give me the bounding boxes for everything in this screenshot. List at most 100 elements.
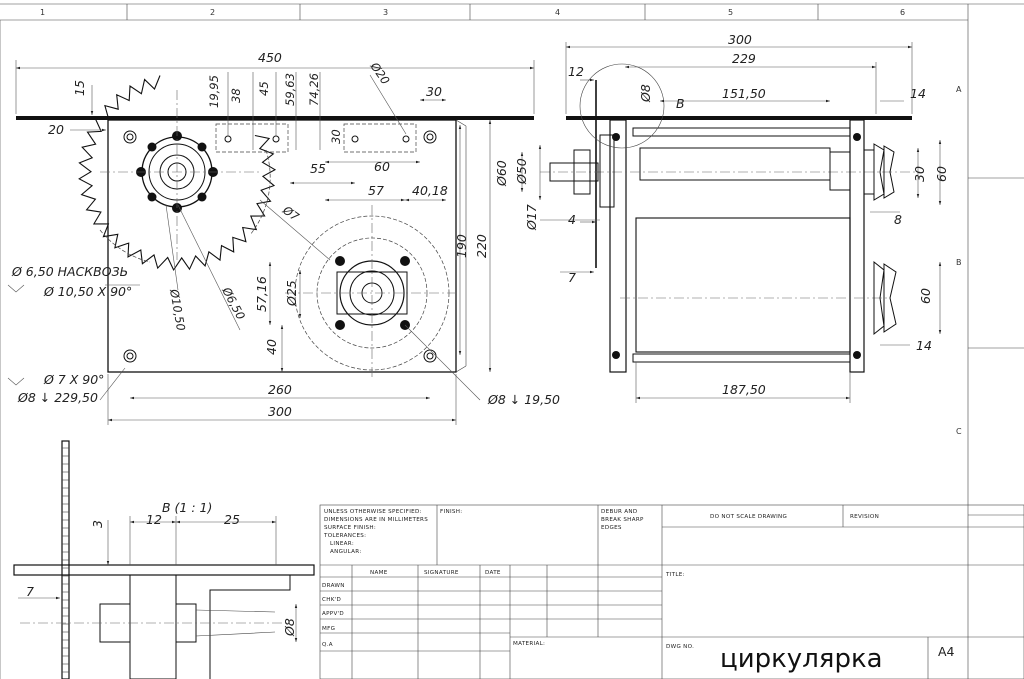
motor-mount xyxy=(285,205,460,380)
row-letter: B xyxy=(956,258,962,267)
row-letter: C xyxy=(956,427,962,436)
column-number: 6 xyxy=(900,8,905,17)
detail-b-callout-circle xyxy=(579,63,665,149)
column-number: 2 xyxy=(210,8,215,17)
revision-label: REVISION xyxy=(850,514,879,520)
dim-40: 40 xyxy=(264,339,279,355)
top-holes xyxy=(215,123,417,153)
side-back-plate xyxy=(849,119,865,373)
note-depth-19: Ø8 ↓ 19,50 xyxy=(487,392,560,407)
row-label: CHK'D xyxy=(322,597,341,603)
title-block: UNLESS OTHERWISE SPECIFIED: DIMENSIONS A… xyxy=(319,504,1024,679)
deburr-line: BREAK SHARP xyxy=(601,517,644,523)
drawing-title: циркулярка xyxy=(720,644,883,674)
do-not-scale-label: DO NOT SCALE DRAWING xyxy=(710,514,787,520)
column-number: 4 xyxy=(555,8,560,17)
col-date: DATE xyxy=(485,570,501,576)
dim-15: 15 xyxy=(72,80,87,96)
col-name: NAME xyxy=(370,570,388,576)
column-number: 5 xyxy=(728,8,733,17)
column-number: 1 xyxy=(40,8,45,17)
dim-side-151-50: 151,50 xyxy=(722,86,766,101)
dim-59-63: 59,63 xyxy=(283,73,297,106)
dim-side-dia50: Ø50 xyxy=(514,158,529,185)
dim-260: 260 xyxy=(268,382,292,397)
row-label: DRAWN xyxy=(322,583,345,589)
dim-side-14b: 14 xyxy=(916,338,932,353)
dim-side-dia17: Ø17 xyxy=(524,204,539,231)
spec-line: DIMENSIONS ARE IN MILLIMETERS xyxy=(324,517,428,523)
spec-line: LINEAR: xyxy=(330,541,354,547)
detail-b-label: B xyxy=(676,96,685,111)
dim-19-95: 19,95 xyxy=(207,75,221,108)
note-countersink: Ø 10,50 X 90° xyxy=(43,284,132,299)
dim-55: 55 xyxy=(310,161,326,176)
table-top-plate xyxy=(16,116,534,120)
row-letters: A B C xyxy=(956,85,962,436)
col-signature: SIGNATURE xyxy=(424,570,459,576)
dim-30-top: 30 xyxy=(426,84,442,99)
dim-side-dia8: Ø8 xyxy=(638,84,653,103)
dim-40-18: 40,18 xyxy=(412,183,448,198)
spec-line: UNLESS OTHERWISE SPECIFIED: xyxy=(324,509,422,515)
dim-side-30: 30 xyxy=(912,166,927,182)
side-dimension-texts: 300 229 12 Ø8 B 151,50 14 Ø60 Ø50 Ø17 4 … xyxy=(494,32,949,397)
note-countersink-7: Ø 7 X 90° xyxy=(43,372,104,387)
dim-detail-3: 3 xyxy=(90,520,105,528)
dim-side-187-50: 187,50 xyxy=(722,382,766,397)
dim-side-14a: 14 xyxy=(910,86,926,101)
note-depth-229: Ø8 ↓ 229,50 xyxy=(17,390,98,405)
dim-38: 38 xyxy=(229,88,243,103)
dim-dia20: Ø20 xyxy=(367,59,393,87)
spec-line: ANGULAR: xyxy=(330,549,362,555)
dim-side-12: 12 xyxy=(568,64,584,79)
front-view: 450 15 20 19,95 38 45 59,63 74,26 Ø20 30… xyxy=(7,50,560,425)
side-table-top xyxy=(566,116,912,120)
dim-side-60b: 60 xyxy=(918,288,933,304)
side-dimension-lines xyxy=(520,42,942,403)
front-dimension-lines xyxy=(7,60,535,425)
dim-side-dia60: Ø60 xyxy=(494,160,509,187)
dim-450: 450 xyxy=(258,50,282,65)
dim-190: 190 xyxy=(454,234,469,258)
note-hole-through: Ø 6,50 НАСКВОЗЬ xyxy=(11,264,128,279)
dim-60: 60 xyxy=(374,159,390,174)
spec-line: SURFACE FINISH: xyxy=(324,525,376,531)
side-front-plate xyxy=(609,119,627,373)
dim-45: 45 xyxy=(257,81,271,96)
row-label: Q.A xyxy=(322,642,333,648)
drawing-frame xyxy=(0,3,1024,679)
dim-30-side: 30 xyxy=(329,129,343,144)
side-view: 300 229 12 Ø8 B 151,50 14 Ø60 Ø50 Ø17 4 … xyxy=(494,32,949,403)
dim-detail-7: 7 xyxy=(26,584,34,599)
dim-side-300: 300 xyxy=(728,32,752,47)
detail-title: B (1 : 1) xyxy=(162,500,212,515)
corner-bolts xyxy=(123,130,437,363)
dim-dia6-50: Ø6,50 xyxy=(219,284,248,322)
dim-side-229: 229 xyxy=(732,51,756,66)
dim-detail-12: 12 xyxy=(146,512,162,527)
material-label: MATERIAL: xyxy=(513,641,545,647)
dim-side-7: 7 xyxy=(568,270,576,285)
dim-side-4: 4 xyxy=(568,212,576,227)
title-label: TITLE: xyxy=(665,572,685,578)
dwg-no-label: DWG NO. xyxy=(666,644,694,650)
column-numbers: 1 2 3 4 5 6 xyxy=(40,8,905,17)
spec-line: TOLERANCES: xyxy=(323,533,366,539)
deburr-line: EDGES xyxy=(601,525,622,531)
dim-57-16: 57,16 xyxy=(254,276,269,312)
dim-57: 57 xyxy=(368,183,384,198)
finish-label: FINISH: xyxy=(440,509,462,515)
front-dimension-texts: 450 15 20 19,95 38 45 59,63 74,26 Ø20 30… xyxy=(11,50,560,419)
column-number: 3 xyxy=(383,8,388,17)
detail-b-view: B (1 : 1) 3 12 25 7 Ø8 xyxy=(13,440,315,679)
row-label: APPV'D xyxy=(322,611,344,617)
side-shaft-housing xyxy=(639,147,831,181)
dim-side-8: 8 xyxy=(894,212,902,227)
dim-74-26: 74,26 xyxy=(307,73,321,106)
row-label: MFG xyxy=(322,626,335,632)
saw-blade xyxy=(78,75,277,272)
sheet-size: A4 xyxy=(938,644,955,659)
dim-300: 300 xyxy=(268,404,292,419)
dim-detail-25: 25 xyxy=(224,512,240,527)
